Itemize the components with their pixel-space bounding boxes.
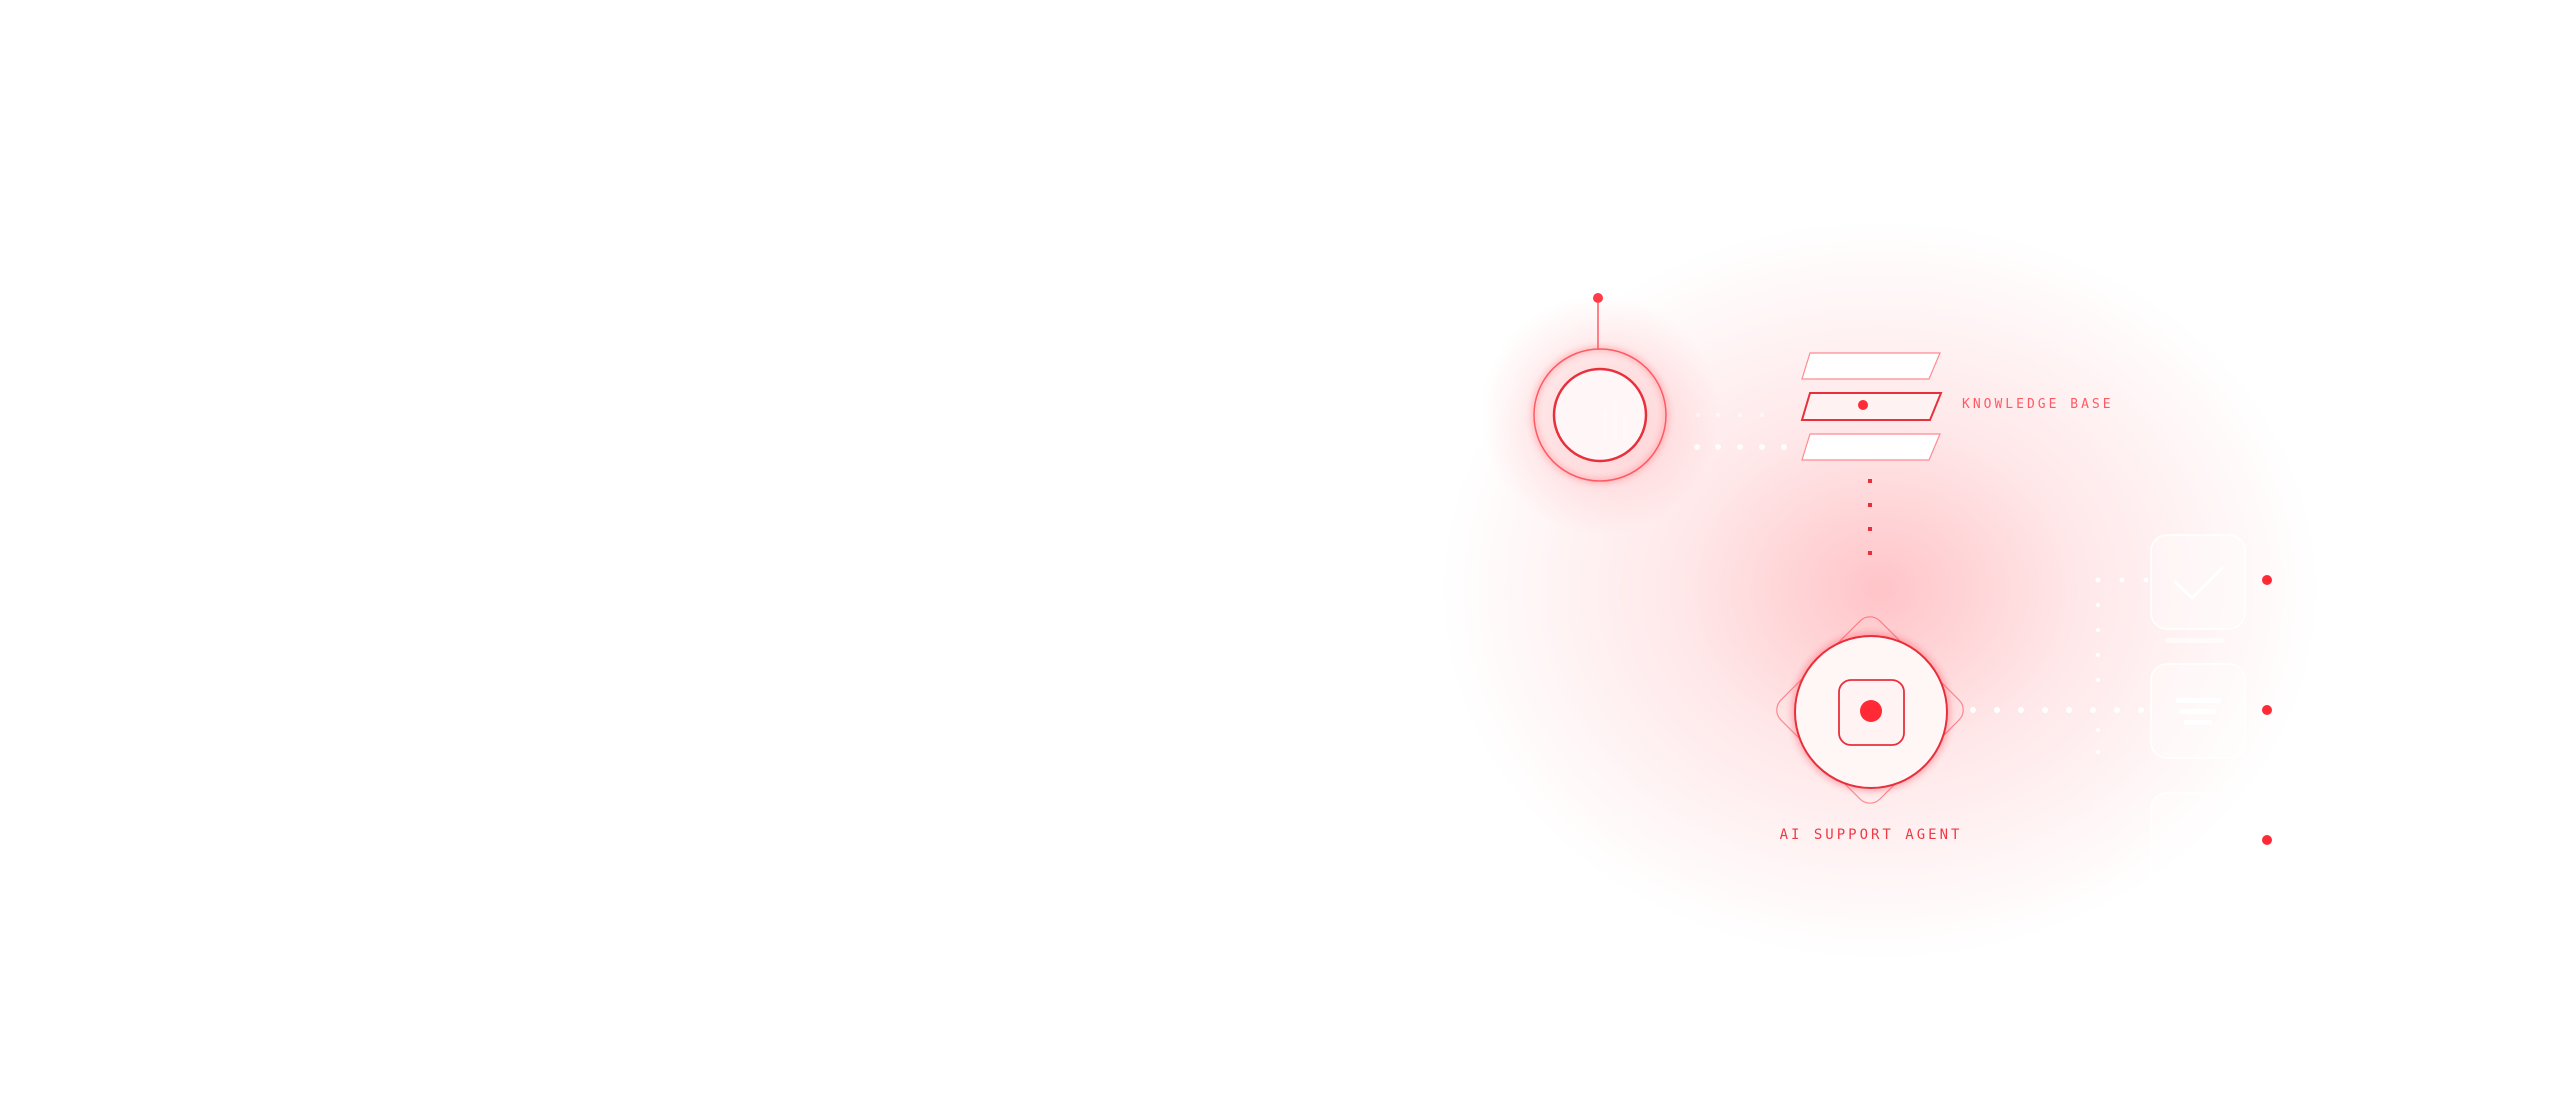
blank-card-icon xyxy=(2150,792,2246,888)
input-inner-bars xyxy=(1603,400,1627,440)
kb-layer-top xyxy=(1801,352,1941,380)
knowledge-base-label: KNOWLEDGE BASE xyxy=(1962,397,2114,412)
ring-icon xyxy=(1533,348,1667,482)
output-2-dot xyxy=(2262,705,2272,715)
input-inner-circle xyxy=(1552,367,1648,463)
kb-layer-bottom xyxy=(1801,433,1941,461)
output-card-2 xyxy=(2150,663,2246,759)
stacked-layers-icon xyxy=(1800,352,1943,461)
checkmark-icon xyxy=(2173,566,2224,600)
agent-core-dot xyxy=(1860,700,1882,722)
output-card-1-frame xyxy=(2150,534,2246,630)
input-node xyxy=(1531,293,1669,484)
output-1-dot xyxy=(2262,575,2272,585)
output-card-1 xyxy=(2150,534,2246,643)
agent-node xyxy=(1776,616,1964,804)
kb-layer-middle xyxy=(1800,392,1943,421)
agent-to-outputs-connector xyxy=(1970,577,2149,754)
output-3-dot xyxy=(2262,835,2272,845)
kb-active-dot xyxy=(1858,400,1868,410)
input-top-dot xyxy=(1593,293,1603,303)
output-card-3 xyxy=(2150,792,2246,888)
output-card-1-caption xyxy=(2165,638,2225,643)
ai-support-agent-label: AI SUPPORT AGENT xyxy=(1780,827,1963,843)
document-lines-icon xyxy=(2176,698,2221,725)
kb-to-agent-connector xyxy=(1868,479,1872,555)
input-to-kb-connector xyxy=(1694,413,1787,450)
